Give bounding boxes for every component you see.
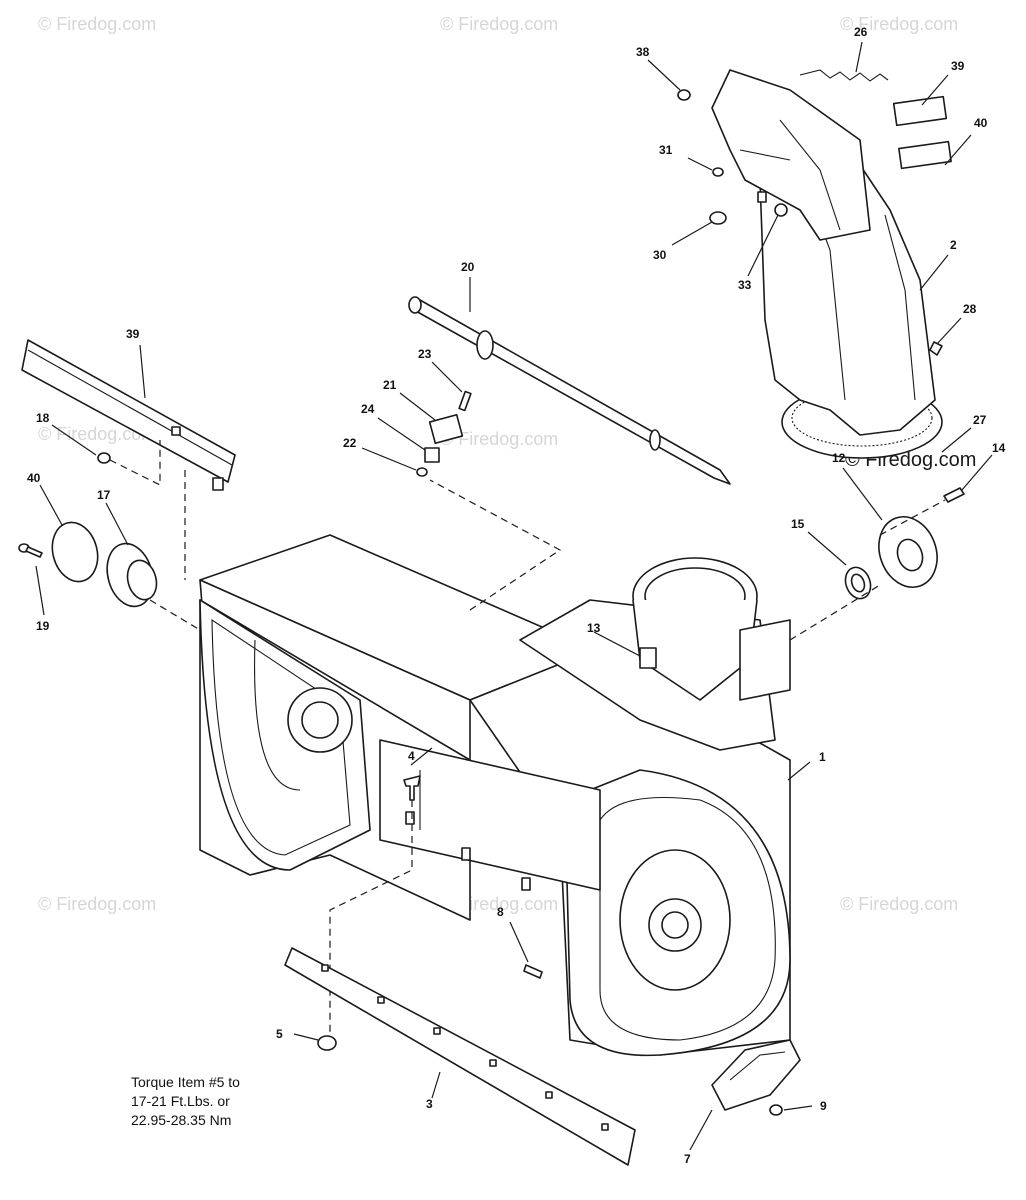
callout-33: 38: [636, 45, 650, 59]
watermark-text: © Firedog.com: [38, 424, 156, 444]
torque-note-line: Torque Item #5 to: [131, 1074, 240, 1090]
watermark-text: © Firedog.com: [440, 14, 558, 34]
callout-22: 23: [418, 347, 432, 361]
callout-26: 26: [854, 25, 868, 39]
callout-15: 15: [791, 517, 805, 531]
chute-hardware: [677, 89, 943, 356]
callout-7: 7: [684, 1152, 691, 1166]
callout-19: 19: [36, 619, 50, 633]
callout-23: 22: [343, 436, 357, 450]
callout-3: 3: [426, 1097, 433, 1111]
right-bearing-assembly: [844, 487, 965, 600]
callout-21: 21: [383, 378, 397, 392]
bolt-part: [403, 775, 421, 801]
torque-note: Torque Item #5 to 17-21 Ft.Lbs. or 22.95…: [131, 1073, 240, 1130]
callout-12: 12: [832, 451, 846, 465]
callout-39: 39: [126, 327, 140, 341]
crank-rod: [408, 296, 731, 485]
bolt-part: [97, 452, 111, 464]
watermark-text: © Firedog.com: [840, 894, 958, 914]
callout-8: 8: [497, 905, 504, 919]
shave-plate: [21, 339, 236, 491]
watermark-text: © Firedog.com: [38, 894, 156, 914]
leader-lines: [35, 41, 993, 1151]
callout-1: 1: [819, 750, 826, 764]
skid-shoe: [711, 1039, 801, 1116]
assembly-line: [789, 584, 881, 641]
auger-housing: [199, 534, 791, 1057]
callout-29: 30: [653, 248, 667, 262]
watermark-text: © Firedog.com: [38, 14, 156, 34]
decal-labels: [892, 95, 952, 170]
callout-30: 31: [659, 143, 673, 157]
watermark-text: © Firedog.com: [440, 429, 558, 449]
assembly-line: [149, 599, 201, 631]
callout-9: 9: [820, 1099, 827, 1113]
callout-14: 14: [992, 441, 1006, 455]
callout-4: 4: [408, 749, 415, 763]
callout-5: 5: [276, 1027, 283, 1041]
assembly-line: [109, 440, 161, 486]
spring-part: [799, 69, 889, 82]
callout-27: 27: [973, 413, 987, 427]
torque-note-line: 17-21 Ft.Lbs. or: [131, 1093, 230, 1109]
callout-17: 17: [97, 488, 111, 502]
callout-13: 13: [587, 621, 601, 635]
callout-35: 39: [951, 59, 965, 73]
bolt-part: [523, 964, 543, 979]
torque-note-line: 22.95-28.35 Nm: [131, 1112, 232, 1128]
assembly-line: [879, 499, 946, 536]
watermark-text: © Firedog.com: [840, 14, 958, 34]
rod-bracket: [416, 390, 472, 477]
scraper-bar: [284, 947, 636, 1166]
left-bearing-assembly: [18, 521, 158, 608]
chute-deflector: [711, 69, 871, 241]
nut-part: [317, 1035, 337, 1051]
callout-40: 40: [27, 471, 41, 485]
callout-28: 28: [963, 302, 977, 316]
callout-31: 33: [738, 278, 752, 292]
callout-2: 2: [950, 238, 957, 252]
callout-numbers: 38 26 39 40 31 30 33 2 28 27 14 12 15 13…: [27, 25, 1006, 1166]
callout-38: 40: [974, 116, 988, 130]
callout-24: 24: [361, 402, 375, 416]
impeller-housing: [519, 557, 791, 751]
callout-20: 20: [461, 260, 475, 274]
assembly-line: [429, 479, 562, 611]
callout-18: 18: [36, 411, 50, 425]
